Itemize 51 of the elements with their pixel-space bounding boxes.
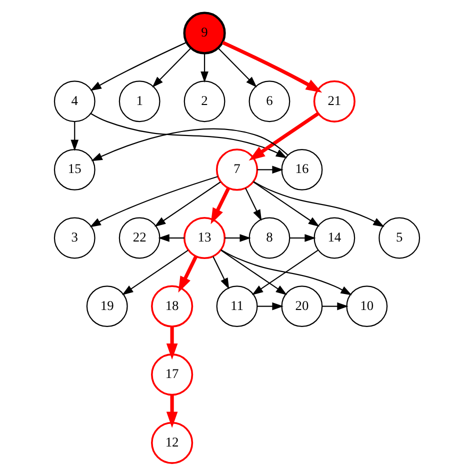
arrow (70, 122, 79, 151)
arrow (210, 187, 230, 224)
node-circle: 13 (183, 216, 226, 260)
arrow (245, 188, 262, 221)
node-circle: 4 (54, 80, 96, 122)
node-circle: 20 (281, 286, 323, 328)
arrow (152, 48, 192, 88)
arrow (178, 256, 198, 293)
node-circle: 11 (216, 286, 258, 328)
arrow (90, 113, 288, 158)
node-circle: 16 (281, 148, 323, 190)
node-circle: 12 (151, 422, 194, 464)
arrow (222, 40, 322, 93)
node-circle: 8 (248, 217, 290, 259)
node-circle: 15 (54, 148, 96, 190)
arrow (253, 181, 384, 227)
arrow (248, 112, 319, 161)
arrow (257, 302, 284, 310)
arrow (253, 182, 320, 227)
node-circle: 18 (151, 285, 194, 328)
arrow (166, 394, 178, 428)
arrow (290, 234, 316, 242)
arrow (90, 176, 218, 228)
node-circle: 14 (314, 217, 356, 259)
arrow (218, 48, 257, 88)
node-circle: 5 (378, 217, 420, 259)
arrow (220, 249, 352, 296)
arrow (220, 250, 288, 296)
arrow (322, 302, 348, 310)
arrow (252, 250, 318, 296)
node-circle: 1 (118, 80, 160, 122)
node-circle: 19 (86, 286, 128, 328)
node-circle: 17 (151, 354, 194, 396)
node-circle: 21 (313, 80, 356, 122)
arrow (122, 250, 188, 296)
arrow (91, 128, 288, 162)
node-circle: 7 (216, 148, 258, 191)
node-circle: 9 (183, 12, 226, 54)
arrow (224, 234, 251, 242)
arrow (166, 326, 178, 360)
node-circle: 10 (346, 286, 388, 328)
arrow (90, 42, 187, 91)
node-circle: 2 (184, 80, 226, 122)
node-circle: 6 (248, 80, 290, 122)
arrow (158, 234, 184, 242)
node-circle: 22 (118, 217, 160, 259)
arrow (154, 182, 221, 227)
arrow (200, 53, 208, 83)
node-circle: 3 (54, 217, 96, 259)
arrow (257, 166, 284, 174)
arrow (212, 256, 230, 290)
